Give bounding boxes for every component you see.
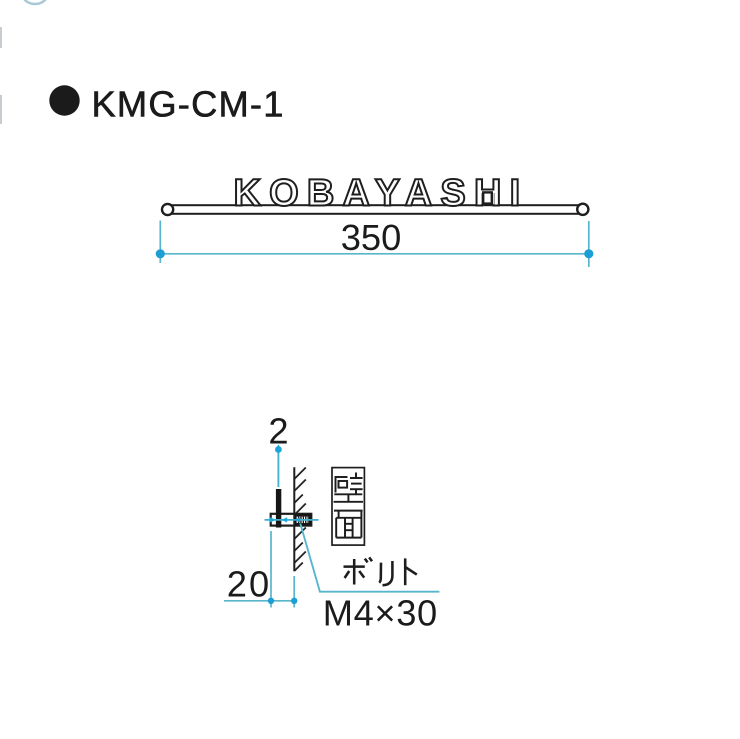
svg-text:KMG-CM-1: KMG-CM-1 [92, 84, 285, 125]
svg-text:350: 350 [341, 217, 402, 258]
svg-text:2: 2 [268, 410, 288, 451]
svg-text:M4×30: M4×30 [323, 593, 438, 634]
svg-text:KOBAYASHI: KOBAYASHI [234, 173, 529, 215]
svg-text:20: 20 [227, 563, 271, 604]
